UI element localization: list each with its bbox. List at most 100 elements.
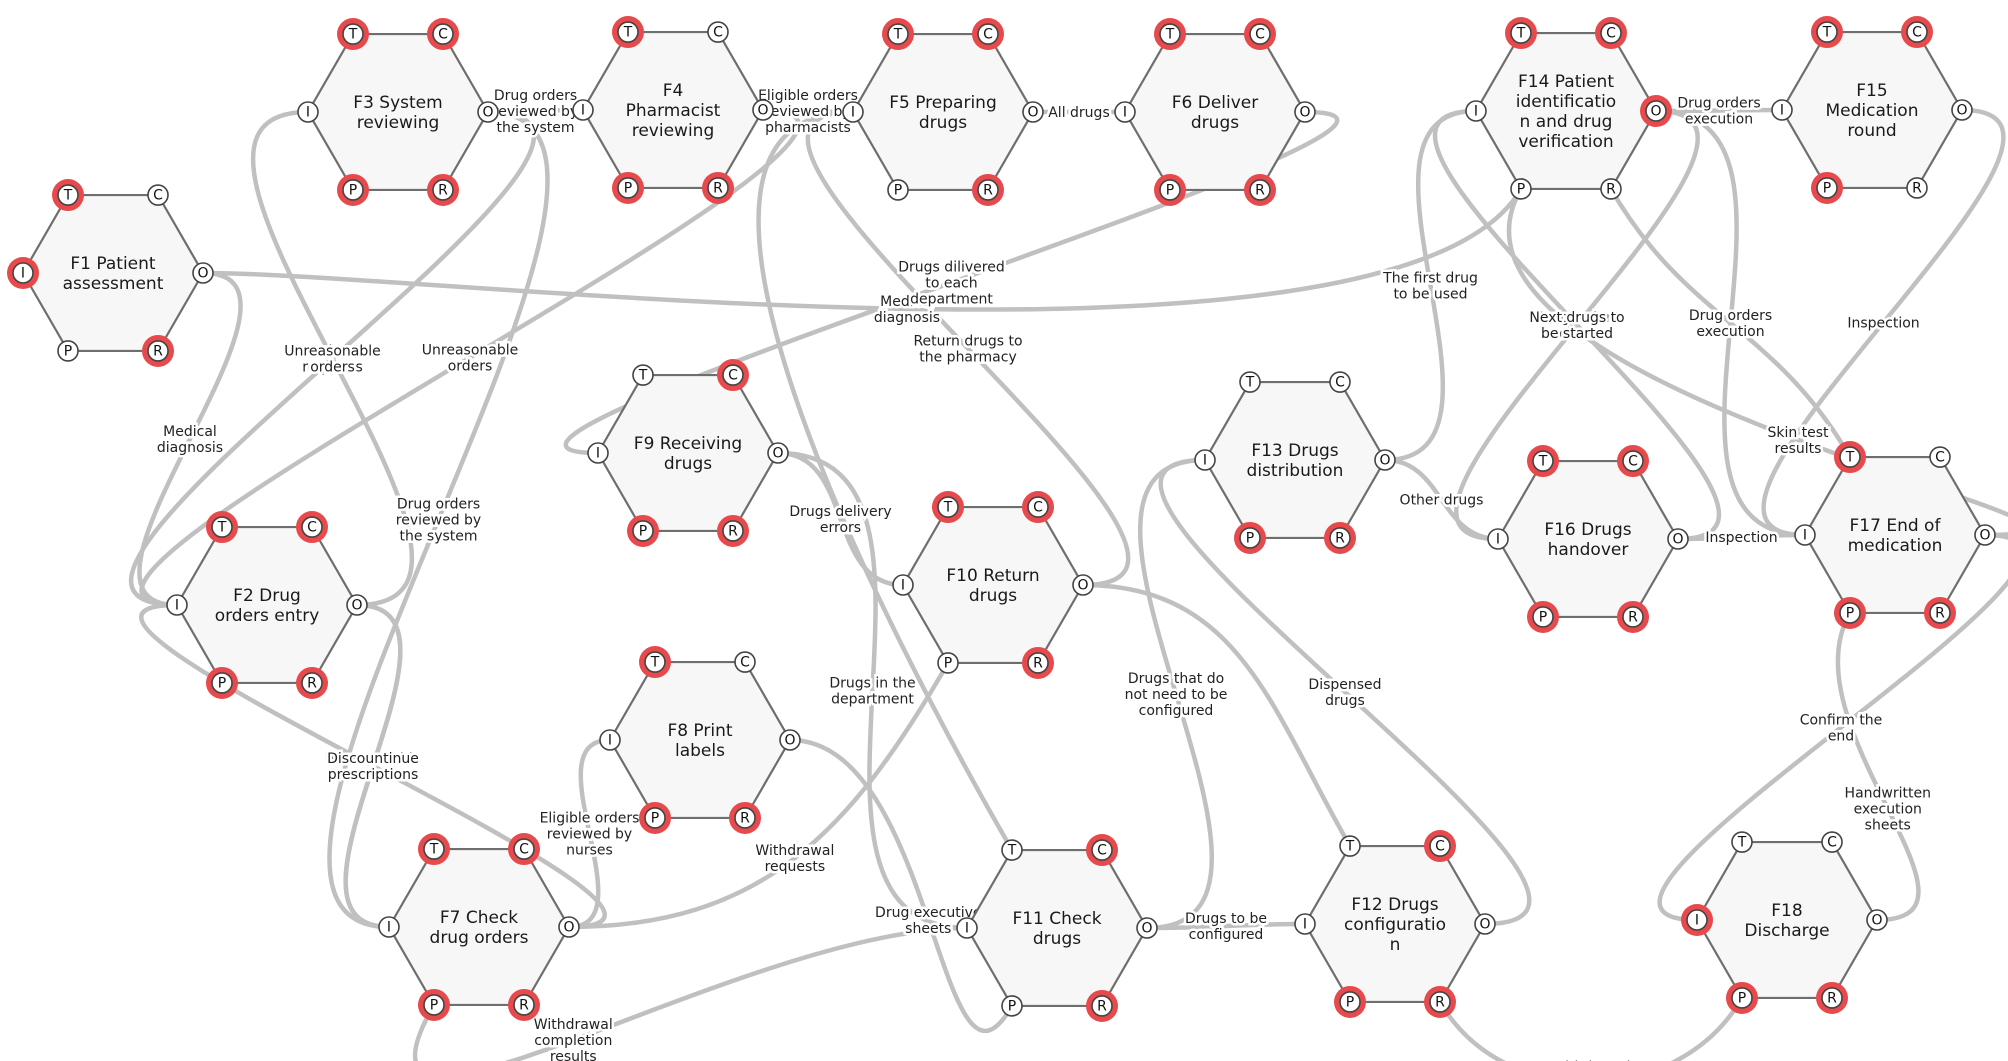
aspect-t-port[interactable]: T — [52, 179, 84, 212]
aspect-r-port[interactable]: R — [702, 171, 734, 204]
aspect-i-port[interactable]: I — [166, 594, 188, 616]
aspect-p-port[interactable]: P — [1001, 995, 1023, 1017]
aspect-t-port[interactable]: T — [1834, 441, 1866, 474]
aspect-i-port[interactable]: I — [892, 574, 914, 596]
aspect-p-port[interactable]: P — [937, 652, 959, 674]
aspect-r-port[interactable]: R — [427, 173, 459, 206]
aspect-p-port[interactable]: P — [1154, 173, 1186, 206]
aspect-i-port[interactable]: I — [587, 442, 609, 464]
aspect-t-port[interactable]: T — [206, 511, 238, 544]
aspect-o-port[interactable]: O — [1951, 99, 1973, 121]
aspect-t-port[interactable]: T — [882, 18, 914, 51]
aspect-c-port[interactable]: C — [1821, 831, 1843, 853]
aspect-p-port[interactable]: P — [639, 801, 671, 834]
aspect-i-port[interactable]: I — [1294, 913, 1316, 935]
aspect-t-port[interactable]: T — [932, 491, 964, 524]
aspect-o-port[interactable]: O — [1294, 101, 1316, 123]
aspect-r-port[interactable]: R — [1324, 521, 1356, 554]
aspect-o-port[interactable]: O — [477, 101, 499, 123]
aspect-r-port[interactable]: R — [508, 988, 540, 1021]
aspect-o-port[interactable]: O — [1374, 449, 1396, 471]
aspect-t-port[interactable]: T — [612, 16, 644, 49]
aspect-r-port[interactable]: R — [1924, 596, 1956, 629]
aspect-c-port[interactable]: C — [717, 359, 749, 392]
aspect-t-port[interactable]: T — [1239, 371, 1261, 393]
aspect-c-port[interactable]: C — [1086, 834, 1118, 867]
aspect-o-port[interactable]: O — [767, 442, 789, 464]
aspect-r-port[interactable]: R — [1816, 981, 1848, 1014]
aspect-i-port[interactable]: I — [599, 729, 621, 751]
aspect-t-port[interactable]: T — [1527, 445, 1559, 478]
aspect-p-port[interactable]: P — [612, 171, 644, 204]
aspect-t-port[interactable]: T — [1505, 17, 1537, 50]
aspect-p-port[interactable]: P — [206, 666, 238, 699]
aspect-o-port[interactable]: O — [1640, 95, 1672, 127]
aspect-r-port[interactable]: R — [1086, 989, 1118, 1022]
aspect-c-port[interactable]: C — [1617, 445, 1649, 478]
aspect-p-port[interactable]: P — [627, 514, 659, 547]
aspect-c-port[interactable]: C — [1901, 16, 1933, 49]
aspect-o-port[interactable]: O — [1474, 913, 1496, 935]
aspect-c-port[interactable]: C — [1424, 830, 1456, 863]
aspect-i-port[interactable]: I — [297, 101, 319, 123]
aspect-r-port[interactable]: R — [729, 801, 761, 834]
aspect-t-port[interactable]: T — [337, 18, 369, 51]
aspect-r-port[interactable]: R — [717, 514, 749, 547]
aspect-c-port[interactable]: C — [1244, 18, 1276, 51]
aspect-i-port[interactable]: I — [1194, 449, 1216, 471]
aspect-o-port[interactable]: O — [752, 99, 774, 121]
aspect-o-port[interactable]: O — [1866, 909, 1888, 931]
aspect-c-port[interactable]: C — [296, 511, 328, 544]
aspect-o-port[interactable]: O — [779, 729, 801, 751]
aspect-r-port[interactable]: R — [1424, 985, 1456, 1018]
aspect-c-port[interactable]: C — [508, 833, 540, 866]
aspect-p-port[interactable]: P — [337, 173, 369, 206]
aspect-c-port[interactable]: C — [1329, 371, 1351, 393]
aspect-i-port[interactable]: I — [1794, 524, 1816, 546]
aspect-o-port[interactable]: O — [1022, 101, 1044, 123]
aspect-r-port[interactable]: R — [142, 334, 174, 367]
aspect-c-port[interactable]: C — [707, 21, 729, 43]
aspect-c-port[interactable]: C — [1022, 491, 1054, 524]
aspect-r-port[interactable]: R — [1022, 646, 1054, 679]
aspect-p-port[interactable]: P — [887, 179, 909, 201]
aspect-c-port[interactable]: C — [734, 651, 756, 673]
aspect-t-port[interactable]: T — [639, 646, 671, 679]
aspect-p-port[interactable]: P — [1510, 178, 1532, 200]
aspect-o-port[interactable]: O — [558, 916, 580, 938]
aspect-t-port[interactable]: T — [1339, 835, 1361, 857]
aspect-i-port[interactable]: I — [956, 917, 978, 939]
aspect-p-port[interactable]: P — [1234, 521, 1266, 554]
aspect-i-port[interactable]: I — [1487, 528, 1509, 550]
aspect-t-port[interactable]: T — [1731, 831, 1753, 853]
aspect-i-port[interactable]: I — [1465, 100, 1487, 122]
aspect-t-port[interactable]: T — [1154, 18, 1186, 51]
aspect-o-port[interactable]: O — [1667, 528, 1689, 550]
aspect-r-port[interactable]: R — [1244, 173, 1276, 206]
aspect-i-port[interactable]: I — [572, 99, 594, 121]
aspect-r-port[interactable]: R — [1600, 178, 1622, 200]
aspect-p-port[interactable]: P — [1527, 600, 1559, 633]
aspect-c-port[interactable]: C — [1929, 446, 1951, 468]
aspect-o-port[interactable]: O — [346, 594, 368, 616]
aspect-c-port[interactable]: C — [1595, 17, 1627, 50]
aspect-p-port[interactable]: P — [1726, 981, 1758, 1014]
aspect-t-port[interactable]: T — [1811, 16, 1843, 49]
aspect-r-port[interactable]: R — [296, 666, 328, 699]
aspect-c-port[interactable]: C — [147, 184, 169, 206]
aspect-r-port[interactable]: R — [1617, 600, 1649, 633]
aspect-t-port[interactable]: T — [632, 364, 654, 386]
aspect-r-port[interactable]: R — [972, 173, 1004, 206]
